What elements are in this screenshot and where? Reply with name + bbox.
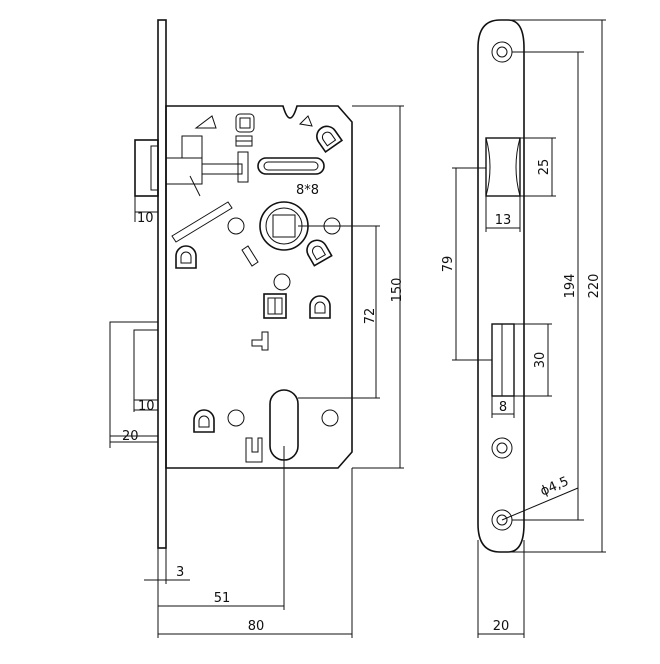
side-faceplate xyxy=(477,19,525,553)
dim-total-length: 220 xyxy=(587,274,602,299)
faceplate-strip xyxy=(157,19,167,549)
dim-line-height xyxy=(352,105,404,469)
mounting-hole-top xyxy=(491,41,513,63)
dim-center-72: 72 xyxy=(363,308,378,325)
dim-faceplate-thickness: 3 xyxy=(176,565,184,580)
latch-bolt xyxy=(134,139,159,222)
d-rivet-center xyxy=(306,239,333,267)
dim-case-width: 80 xyxy=(248,619,265,634)
dim-latch-width: 13 xyxy=(495,213,512,228)
mounting-hole-middle xyxy=(491,437,513,459)
d-rivet-top-right xyxy=(316,125,344,154)
top-markers xyxy=(194,113,313,147)
dim-line-194 xyxy=(512,51,584,521)
dim-line-diameter xyxy=(501,487,579,521)
dim-center-distance: 79 xyxy=(441,256,456,273)
latch-mechanism xyxy=(165,135,249,243)
dim-height-150: 150 xyxy=(390,278,405,303)
cylinder-hole xyxy=(269,389,299,461)
screw-hole xyxy=(227,217,245,235)
dim-latch-depth: 10 xyxy=(137,211,154,226)
d-rivet-right xyxy=(309,295,331,319)
dim-line-plate-width xyxy=(477,540,525,638)
d-rivet-bottom-left xyxy=(193,409,215,433)
dim-line-72 xyxy=(298,225,380,399)
lock-case xyxy=(165,105,353,469)
dim-bolt-inner: 10 xyxy=(138,399,155,414)
dim-bolt-height: 30 xyxy=(533,352,548,369)
dim-bolt-width: 8 xyxy=(499,400,507,415)
dim-hole-diameter: ϕ4,5 xyxy=(538,474,571,499)
screw-hole xyxy=(321,409,339,427)
screw-hole xyxy=(227,409,245,427)
dim-backset: 51 xyxy=(214,591,231,606)
dim-bolt-throw: 20 xyxy=(122,429,139,444)
dead-bolt xyxy=(109,321,159,448)
bolt-window xyxy=(491,323,515,397)
central-mechanism xyxy=(251,293,287,351)
front-view: 10 xyxy=(109,19,405,638)
dim-latch-height: 25 xyxy=(537,159,552,176)
dim-line-bottom xyxy=(144,446,353,638)
bottom-tab xyxy=(245,437,263,463)
side-view: 25 13 79 30 8 194 xyxy=(441,19,606,638)
dim-line-bolt xyxy=(491,323,552,418)
dim-spindle-square: 8*8 xyxy=(296,183,319,198)
slot-hole xyxy=(257,157,325,175)
latch-window xyxy=(485,137,521,197)
pin xyxy=(241,245,259,267)
d-rivet-left xyxy=(175,245,197,269)
dim-line-79 xyxy=(452,167,492,361)
dim-hole-spacing: 194 xyxy=(563,274,578,299)
screw-hole xyxy=(273,273,291,291)
dim-plate-width: 20 xyxy=(493,619,510,634)
dim-line-latch xyxy=(485,137,556,232)
